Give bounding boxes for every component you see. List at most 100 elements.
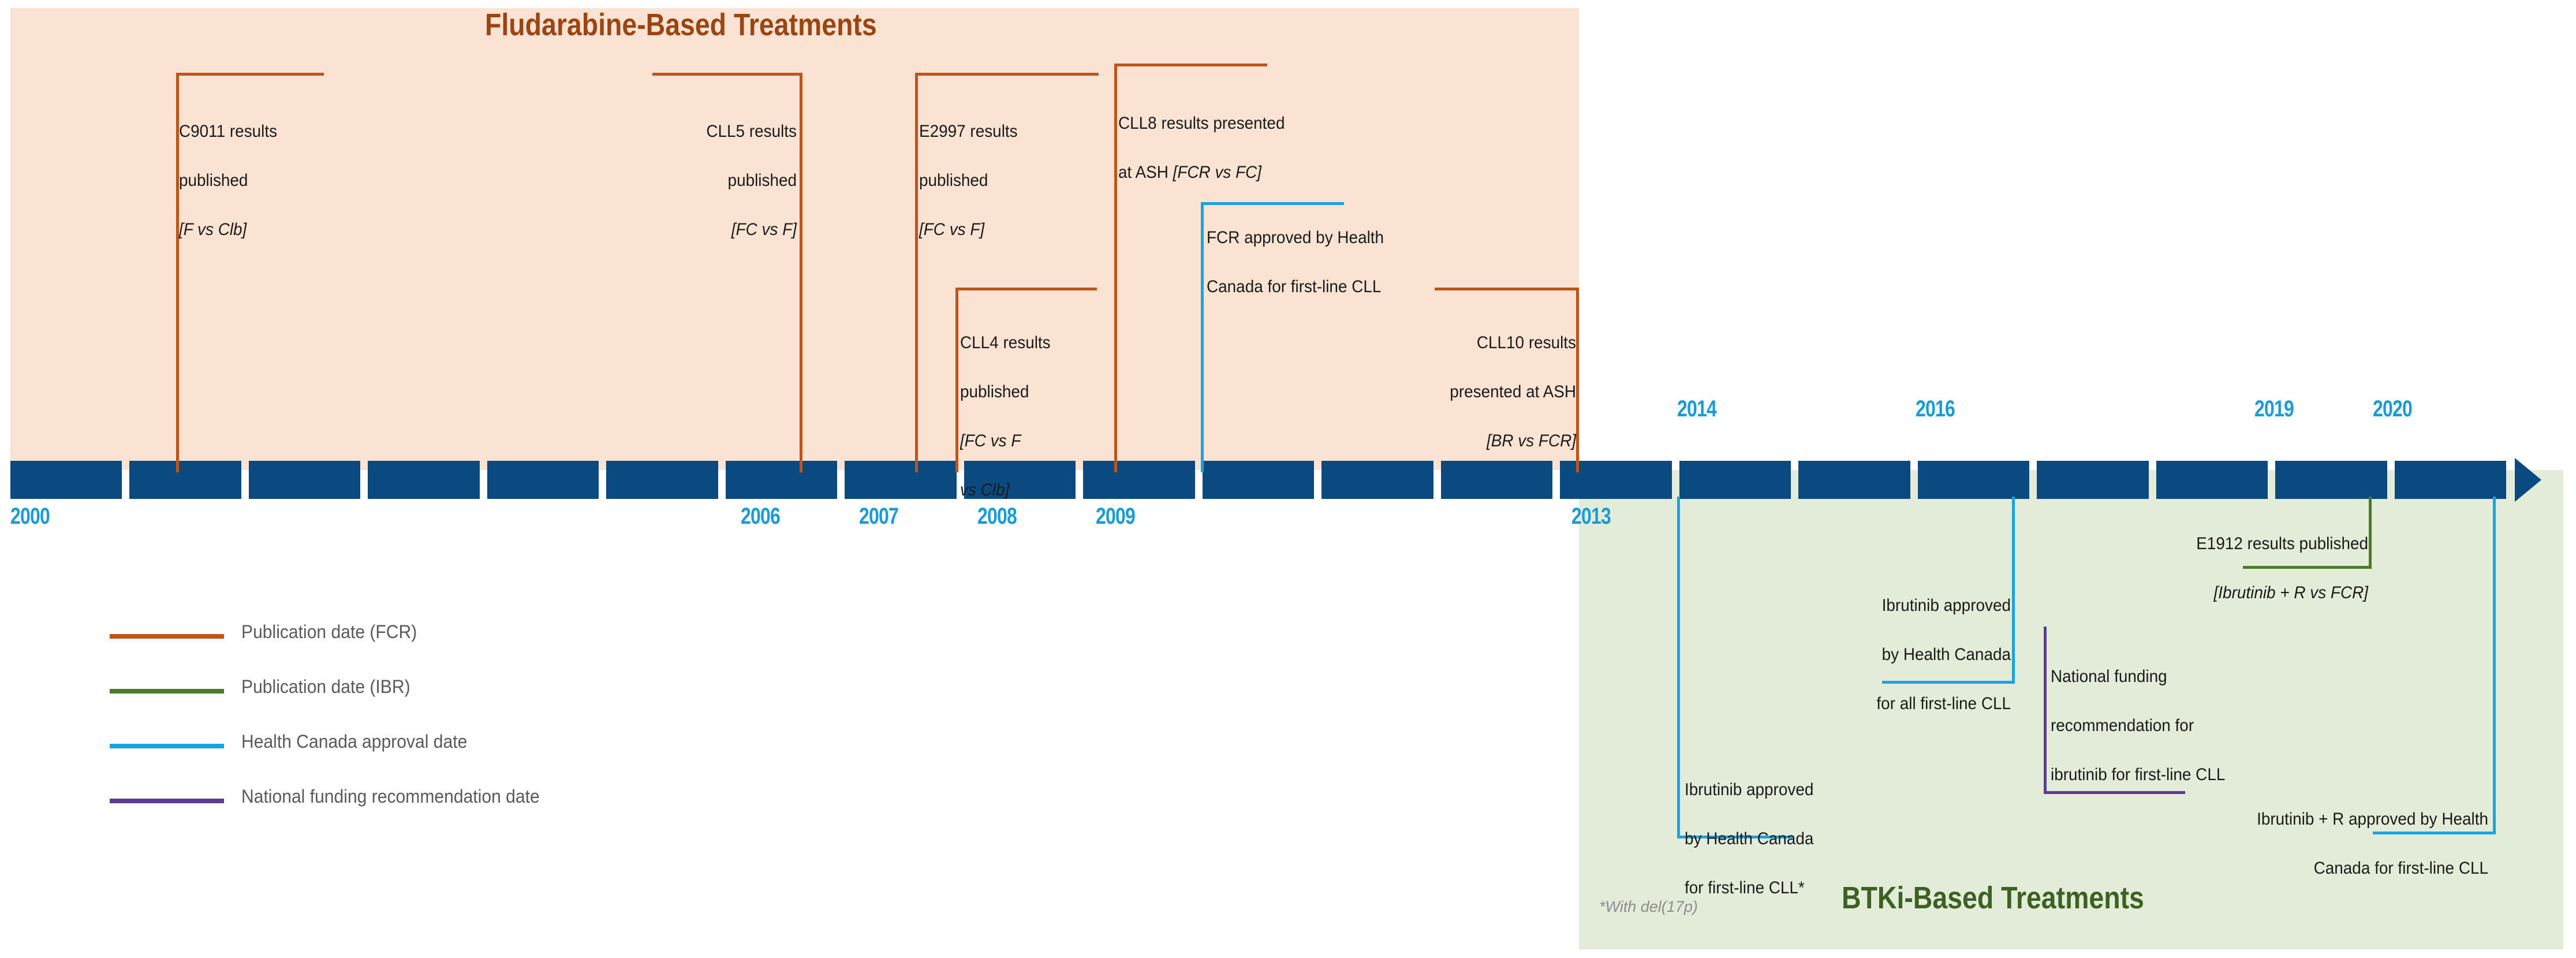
event-cll4-line3: [FC vs F (960, 431, 1021, 450)
event-e1912-line1: E1912 results published (2196, 534, 2368, 553)
event-cll5-line2: published (727, 170, 797, 190)
event-cll5-line3: [FC vs F] (731, 219, 797, 239)
fludarabine-era-title: Fludarabine-Based Treatments (485, 8, 877, 42)
timeline-segment (845, 461, 957, 499)
connector-nfr (2044, 627, 2047, 794)
connector-cll10-cap (1435, 288, 1579, 290)
timeline-segment (248, 461, 361, 499)
event-e1912: E1912 results published [Ibrutinib + R v… (2159, 507, 2368, 630)
event-cll10-line3: [BR vs FCR] (1486, 431, 1576, 450)
timeline-segment (2394, 461, 2506, 499)
legend-swatch-hc-icon (110, 744, 224, 748)
legend-label-ibr: Publication date (IBR) (241, 676, 410, 697)
connector-ibr-17p (1677, 497, 1680, 838)
event-e1912-line2: [Ibrutinib + R vs FCR] (2213, 583, 2368, 602)
timeline-segment (2037, 461, 2149, 499)
timeline-segment (1202, 461, 1315, 499)
event-ibr-17p: Ibrutinib approved by Health Canada for … (1685, 753, 1910, 925)
connector-ibr-17p-cap (1677, 836, 1793, 838)
connector-cll4-cap (955, 288, 1097, 290)
connector-fcr-hc (1201, 202, 1204, 472)
year-label-2000: 2000 (10, 504, 50, 529)
event-ibr-all-line3: for all first-line CLL (1876, 694, 2011, 713)
event-cll5-line1: CLL5 results (706, 121, 797, 141)
event-cll8: CLL8 results presented at ASH [FCR vs FC… (1118, 87, 1398, 210)
timeline-segment (606, 461, 718, 499)
event-ibr-17p-line3: for first-line CLL* (1685, 878, 1805, 897)
connector-c9011 (176, 73, 179, 472)
year-label-2020: 2020 (2373, 396, 2413, 422)
event-cll4-line1: CLL4 results (960, 333, 1051, 352)
connector-ibr-r-hc (2493, 497, 2496, 834)
legend-swatch-nfr-icon (110, 799, 224, 803)
connector-fcr-hc-cap (1201, 202, 1344, 205)
event-fcr-hc: FCR approved by Health Canada for first-… (1207, 201, 1507, 324)
timeline-segment (10, 461, 122, 499)
connector-e1912 (2369, 497, 2372, 569)
timeline-segment (964, 461, 1076, 499)
legend-swatch-ibr-icon (110, 689, 224, 694)
event-cll10-line1: CLL10 results (1476, 333, 1576, 352)
timeline-segment (487, 461, 599, 499)
event-ibr-17p-line1: Ibrutinib approved (1685, 780, 1814, 799)
event-ibr-all-line1: Ibrutinib approved (1881, 595, 2011, 615)
connector-cll8-cap (1114, 64, 1267, 66)
year-label-2006: 2006 (741, 504, 781, 529)
event-nfr: National funding recommendation for ibru… (2051, 640, 2293, 812)
event-ibr-17p-line2: by Health Canada (1685, 829, 1814, 848)
timeline-segment (129, 461, 241, 499)
event-c9011: C9011 results published [F vs Clb] (179, 95, 356, 267)
timeline-segment (1798, 461, 1910, 499)
timeline-segment (725, 461, 838, 499)
fludarabine-era-panel (10, 8, 1579, 470)
year-label-2016: 2016 (1916, 396, 1955, 422)
legend-swatch-fcr-icon (110, 634, 224, 639)
connector-cll10 (1576, 288, 1579, 472)
connector-e2997 (915, 73, 918, 472)
event-cll5: CLL5 results published [FC vs F] (641, 95, 797, 267)
year-label-2008: 2008 (977, 504, 1017, 529)
event-ibr-all: Ibrutinib approved by Health Canada for … (1819, 569, 2011, 741)
event-nfr-line1: National funding (2051, 666, 2167, 686)
timeline-segment (1440, 461, 1553, 499)
event-c9011-line1: C9011 results (179, 121, 278, 141)
event-ibr-r-hc-line1: Ibrutinib + R approved by Health (2257, 809, 2488, 829)
timeline-arrow-icon (2515, 458, 2541, 502)
connector-cll4 (955, 288, 958, 472)
timeline-segment (1321, 461, 1433, 499)
connector-e1912-cap (2243, 566, 2371, 569)
connector-cll5-cap (652, 73, 802, 76)
legend-label-fcr: Publication date (FCR) (241, 621, 417, 642)
year-label-2014: 2014 (1677, 396, 1717, 422)
year-label-2019: 2019 (2254, 396, 2294, 422)
legend-label-nfr: National funding recommendation date (241, 786, 540, 807)
year-label-2013: 2013 (1571, 504, 1611, 529)
event-ibr-r-hc-line2: Canada for first-line CLL (2313, 858, 2488, 878)
connector-ibr-all-cap (1882, 681, 2015, 684)
event-nfr-line3: ibrutinib for first-line CLL (2051, 765, 2226, 784)
connector-cll5 (800, 73, 802, 472)
btki-era-title: BTKi-Based Treatments (1842, 881, 2144, 915)
event-e2997: E2997 results published [FC vs F] (919, 95, 1080, 267)
event-cll8-line3: [FCR vs FC] (1173, 162, 1262, 182)
btki-era-panel (1579, 470, 2563, 949)
event-e2997-line1: E2997 results (919, 121, 1018, 141)
event-cll8-line23: at ASH [FCR vs FC] (1118, 161, 1398, 185)
timeline-segment (2275, 461, 2387, 499)
connector-e2997-cap (915, 73, 1099, 76)
event-c9011-line2: published (179, 170, 248, 190)
event-ibr-all-line2: by Health Canada (1881, 644, 2011, 664)
event-cll10-line2: presented at ASH (1450, 382, 1576, 401)
year-label-2007: 2007 (859, 504, 899, 529)
event-cll8-line2: at ASH (1118, 162, 1173, 182)
timeline-segment (1083, 461, 1195, 499)
connector-ibr-all (2012, 497, 2015, 684)
connector-ibr-r-hc-cap (2373, 832, 2495, 834)
connector-cll8 (1114, 64, 1117, 472)
connector-nfr-cap (2044, 791, 2185, 794)
event-cll4-line2: published (960, 382, 1029, 401)
legend-label-hc: Health Canada approval date (241, 731, 468, 752)
event-fcr-hc-line2: Canada for first-line CLL (1207, 277, 1382, 296)
event-cll4-line4: vs Clb] (960, 480, 1010, 500)
